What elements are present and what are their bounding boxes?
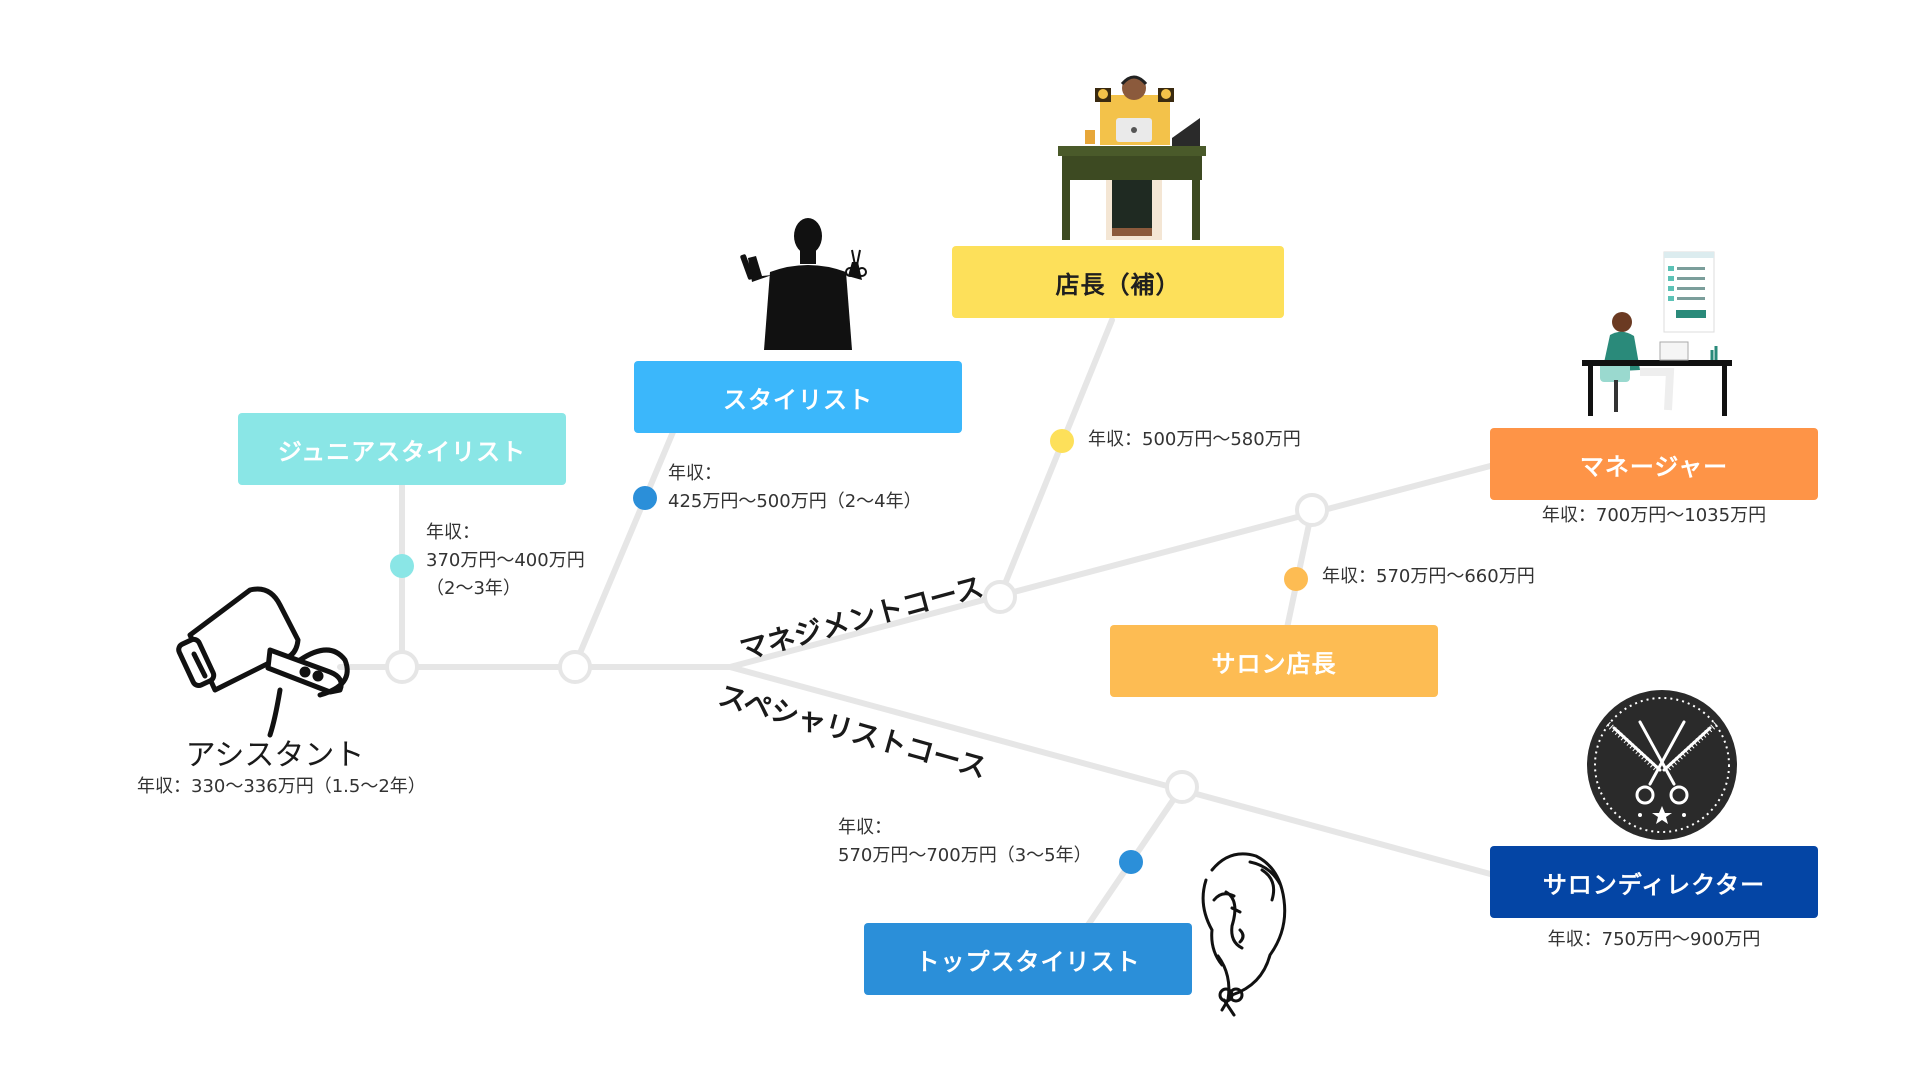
stylist-box: スタイリスト: [634, 361, 962, 433]
junior-stylist-title: ジュニアスタイリスト: [277, 437, 527, 466]
salon-manager-title: サロン店長: [1211, 649, 1337, 678]
salon-director-salary: 年収：750万円〜900万円: [1547, 929, 1761, 950]
stylist-salary-range: 425万円〜500万円（2〜4年）: [668, 491, 922, 512]
stylist-connector-line: [572, 429, 676, 668]
shop-desk-person-icon: [1058, 75, 1206, 240]
salary-dot-salon-manager: [1284, 567, 1308, 591]
manager-title: マネージャー: [1579, 452, 1729, 481]
salary-dot-submanager: [1050, 429, 1074, 453]
salon-director-box: サロンディレクター: [1490, 846, 1818, 918]
assistant-salary: 年収：330〜336万円（1.5〜2年）: [137, 776, 426, 797]
junction-node-submanager: [983, 580, 1017, 614]
management-branch-line: [727, 462, 1497, 670]
top-stylist-salary-range: 570万円〜700万円（3〜5年）: [838, 845, 1092, 866]
top-stylist-salary-label: 年収：: [838, 817, 892, 838]
sub-manager-salary: 年収：500万円〜580万円: [1088, 429, 1301, 450]
junior-stylist-box: ジュニアスタイリスト: [238, 413, 566, 485]
manager-box: マネージャー: [1490, 428, 1818, 500]
specialist-branch-line: [727, 664, 1497, 878]
salon-director-title: サロンディレクター: [1542, 870, 1766, 899]
sub-manager-box: 店長（補）: [952, 246, 1284, 318]
junior-salary-label: 年収：: [426, 522, 480, 543]
salary-dot-junior: [390, 554, 414, 578]
office-desk-person-icon: [1582, 251, 1732, 416]
salary-dot-top-stylist: [1119, 850, 1143, 874]
salary-dot-stylist: [633, 486, 657, 510]
salary-dots: [390, 429, 1308, 874]
junior-salary-range: 370万円〜400万円: [426, 550, 585, 571]
junction-node-top-stylist: [1165, 770, 1199, 804]
manager-salary: 年収：700万円〜1035万円: [1541, 505, 1767, 526]
stylist-salary-label: 年収：: [668, 463, 722, 484]
assistant-title: アシスタント: [185, 738, 365, 773]
stylist-title: スタイリスト: [723, 385, 873, 414]
junction-nodes: [385, 493, 1329, 804]
junior-salary-years: （2〜3年）: [426, 578, 521, 599]
crossed-scissors-comb-badge-icon: [1587, 690, 1737, 840]
sub-manager-title: 店長（補）: [1055, 270, 1181, 299]
top-stylist-title: トップスタイリスト: [915, 947, 1141, 976]
junction-node-manager: [1295, 493, 1329, 527]
hair-dryer-icon: [176, 586, 350, 738]
connector-lines: [337, 317, 1497, 928]
stylist-silhouette-icon: [740, 218, 867, 350]
junction-node-junior: [385, 650, 419, 684]
top-stylist-box: トップスタイリスト: [864, 923, 1192, 995]
junction-node-stylist: [558, 650, 592, 684]
salon-manager-salary: 年収：570万円〜660万円: [1322, 566, 1535, 587]
woman-hair-scissors-icon: [1201, 852, 1287, 1017]
submanager-connector-line: [997, 317, 1115, 599]
salon-manager-box: サロン店長: [1110, 625, 1438, 697]
